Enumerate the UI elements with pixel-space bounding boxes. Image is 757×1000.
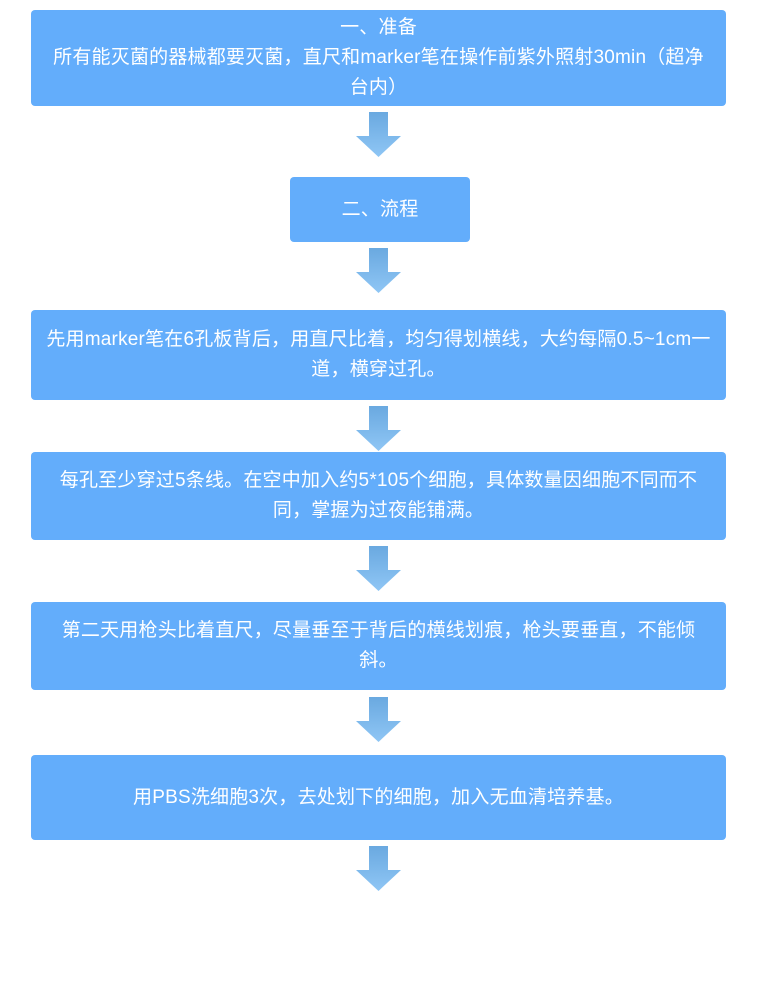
flow-node-step4[interactable]: 用PBS洗细胞3次，去处划下的细胞，加入无血清培养基。 — [31, 755, 726, 840]
flow-node-step3-label: 第二天用枪头比着直尺，尽量垂至于背后的横线划痕，枪头要垂直，不能倾斜。 — [61, 620, 696, 671]
flow-node-step1[interactable]: 先用marker笔在6孔板背后，用直尺比着，均匀得划横线，大约每隔0.5~1cm… — [31, 310, 726, 400]
arrow-down-icon — [356, 248, 401, 293]
flow-node-prepare-label: 一、准备 所有能灭菌的器械都要灭菌，直尺和marker笔在操作前紫外照射30mi… — [53, 17, 704, 98]
arrow-down-icon — [356, 406, 401, 451]
flow-node-process[interactable]: 二、流程 — [290, 177, 470, 242]
flow-node-prepare[interactable]: 一、准备 所有能灭菌的器械都要灭菌，直尺和marker笔在操作前紫外照射30mi… — [31, 10, 726, 106]
flow-node-step2[interactable]: 每孔至少穿过5条线。在空中加入约5*105个细胞，具体数量因细胞不同而不同，掌握… — [31, 452, 726, 540]
flow-node-process-label: 二、流程 — [341, 198, 419, 220]
flow-node-step3[interactable]: 第二天用枪头比着直尺，尽量垂至于背后的横线划痕，枪头要垂直，不能倾斜。 — [31, 602, 726, 690]
flow-node-step4-label: 用PBS洗细胞3次，去处划下的细胞，加入无血清培养基。 — [133, 786, 624, 808]
flow-node-step2-label: 每孔至少穿过5条线。在空中加入约5*105个细胞，具体数量因细胞不同而不同，掌握… — [59, 470, 698, 521]
arrow-down-icon — [356, 697, 401, 742]
flow-node-step1-label: 先用marker笔在6孔板背后，用直尺比着，均匀得划横线，大约每隔0.5~1cm… — [46, 329, 711, 380]
arrow-down-icon — [356, 846, 401, 891]
arrow-down-icon — [356, 546, 401, 591]
arrow-down-icon — [356, 112, 401, 157]
